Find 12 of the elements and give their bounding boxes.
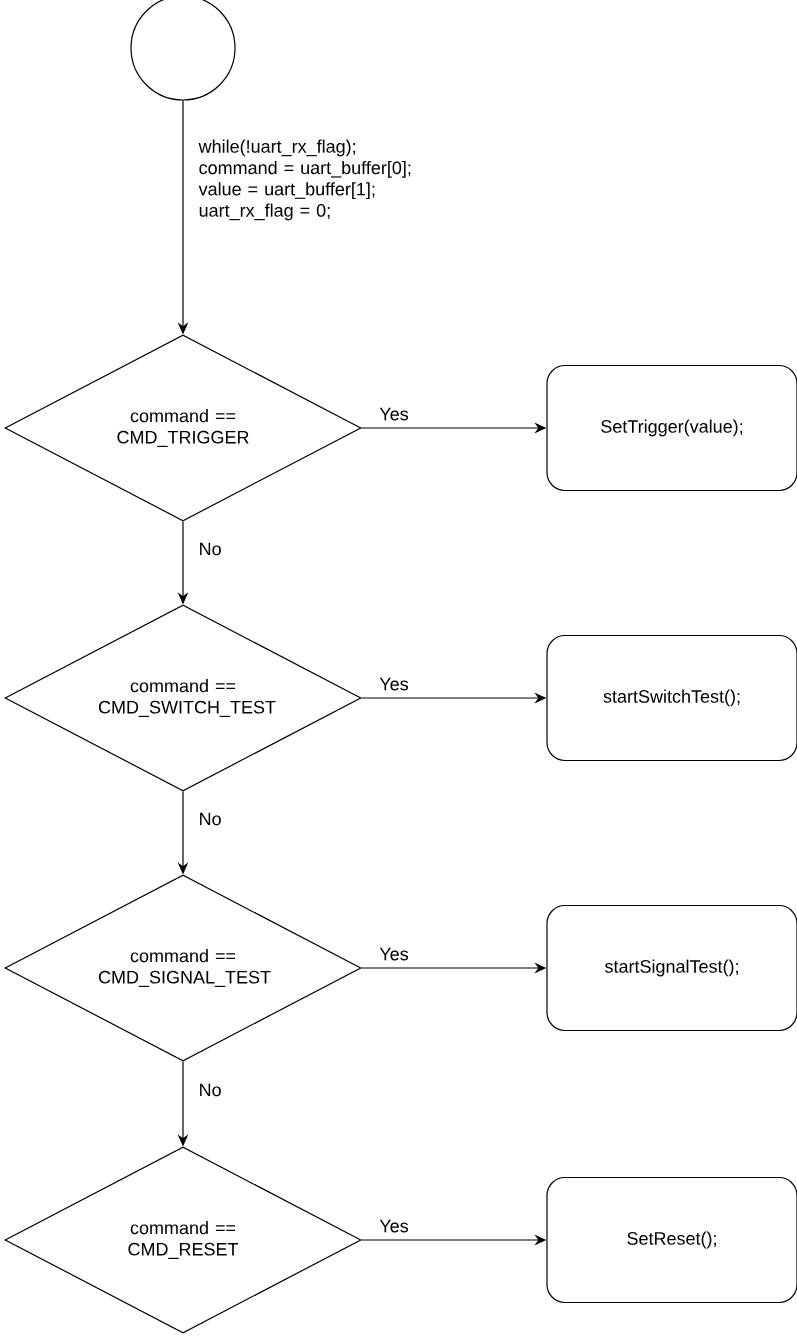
edge-label: Yes [378, 946, 410, 962]
edge-label: while(!uart_rx_flag); command = uart_buffer[0]; value = uart_buffer[1]; uart_rx_flag = 0; [198, 139, 411, 221]
process-box: SetReset(); [546, 1176, 797, 1304]
process-box: startSwitchTest(); [546, 634, 797, 762]
edge-label: Yes [378, 406, 410, 422]
edge-label: No [197, 541, 223, 557]
process-box: startSignalTest(); [546, 904, 797, 1032]
edge-label: Yes [378, 1218, 410, 1234]
edge-label: No [197, 811, 223, 827]
edge-label: Yes [378, 676, 410, 692]
process-box: SetTrigger(value); [546, 364, 797, 492]
edge-label: No [197, 1082, 223, 1098]
